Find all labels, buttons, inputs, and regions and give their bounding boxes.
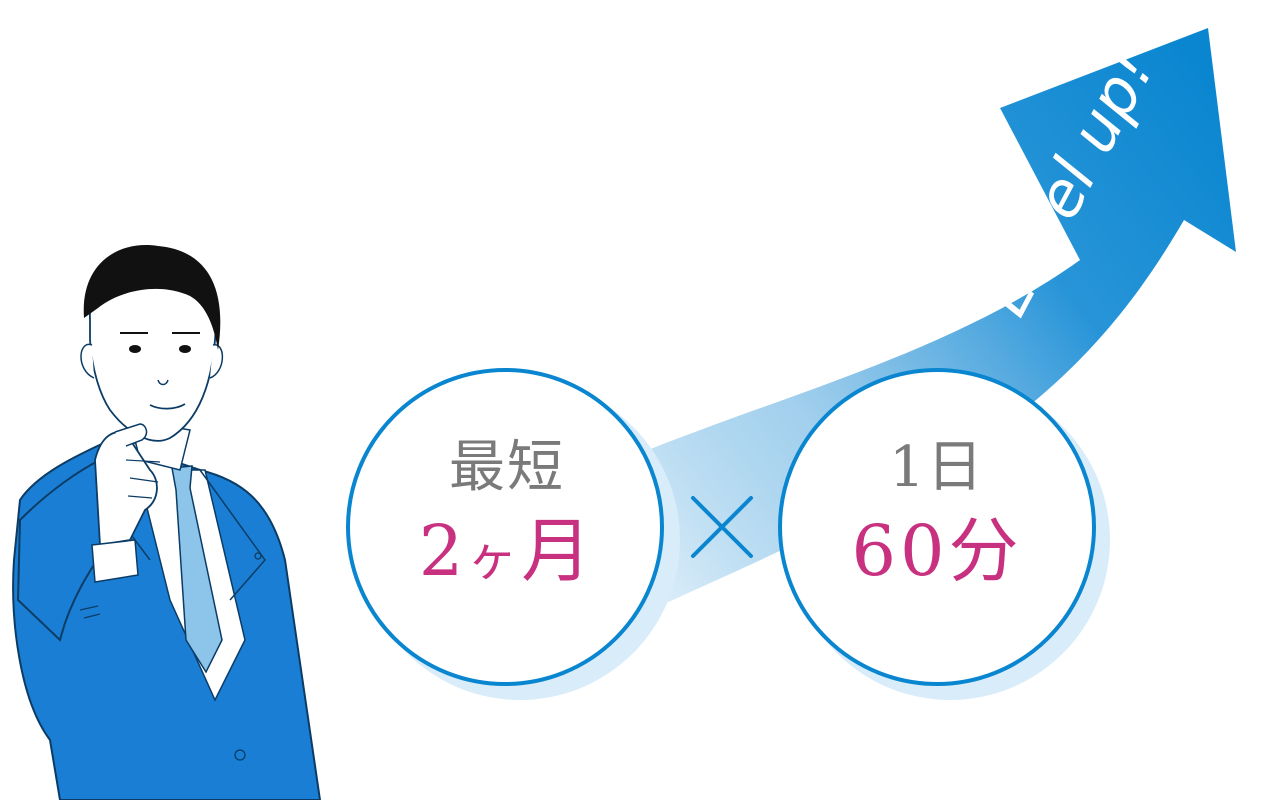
daily-label: 1日	[889, 435, 985, 500]
circle-left	[346, 368, 664, 686]
duration-unit: 月	[521, 510, 596, 592]
multiply-icon	[691, 496, 753, 558]
circle-left-text: 最短 2ヶ月	[357, 435, 657, 587]
level-up-arrow	[600, 28, 1236, 625]
duration-kana: ヶ	[467, 529, 522, 587]
duration-number: 2	[418, 510, 468, 592]
daily-value: 60分	[851, 510, 1023, 592]
businessman-pointing-icon	[12, 245, 322, 800]
duration-label: 最短	[449, 435, 565, 500]
duration-value: 2ヶ月	[357, 516, 657, 586]
circle-right-text: 1日 60分	[787, 435, 1087, 592]
circle-right	[778, 368, 1096, 686]
